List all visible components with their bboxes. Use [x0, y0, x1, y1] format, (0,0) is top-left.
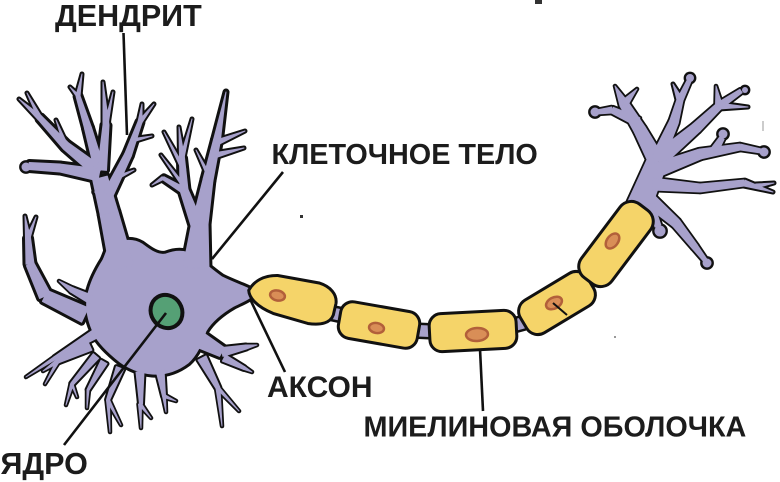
svg-text:АКСОН: АКСОН: [267, 371, 373, 404]
svg-text:ЯДРО: ЯДРО: [1, 447, 88, 481]
svg-text:КЛЕТОЧНОЕ ТЕЛО: КЛЕТОЧНОЕ ТЕЛО: [272, 139, 538, 171]
svg-text:ДЕНДРИТ: ДЕНДРИТ: [55, 0, 202, 33]
svg-text:МИЕЛИНОВАЯ ОБОЛОЧКА: МИЕЛИНОВАЯ ОБОЛОЧКА: [364, 412, 747, 444]
